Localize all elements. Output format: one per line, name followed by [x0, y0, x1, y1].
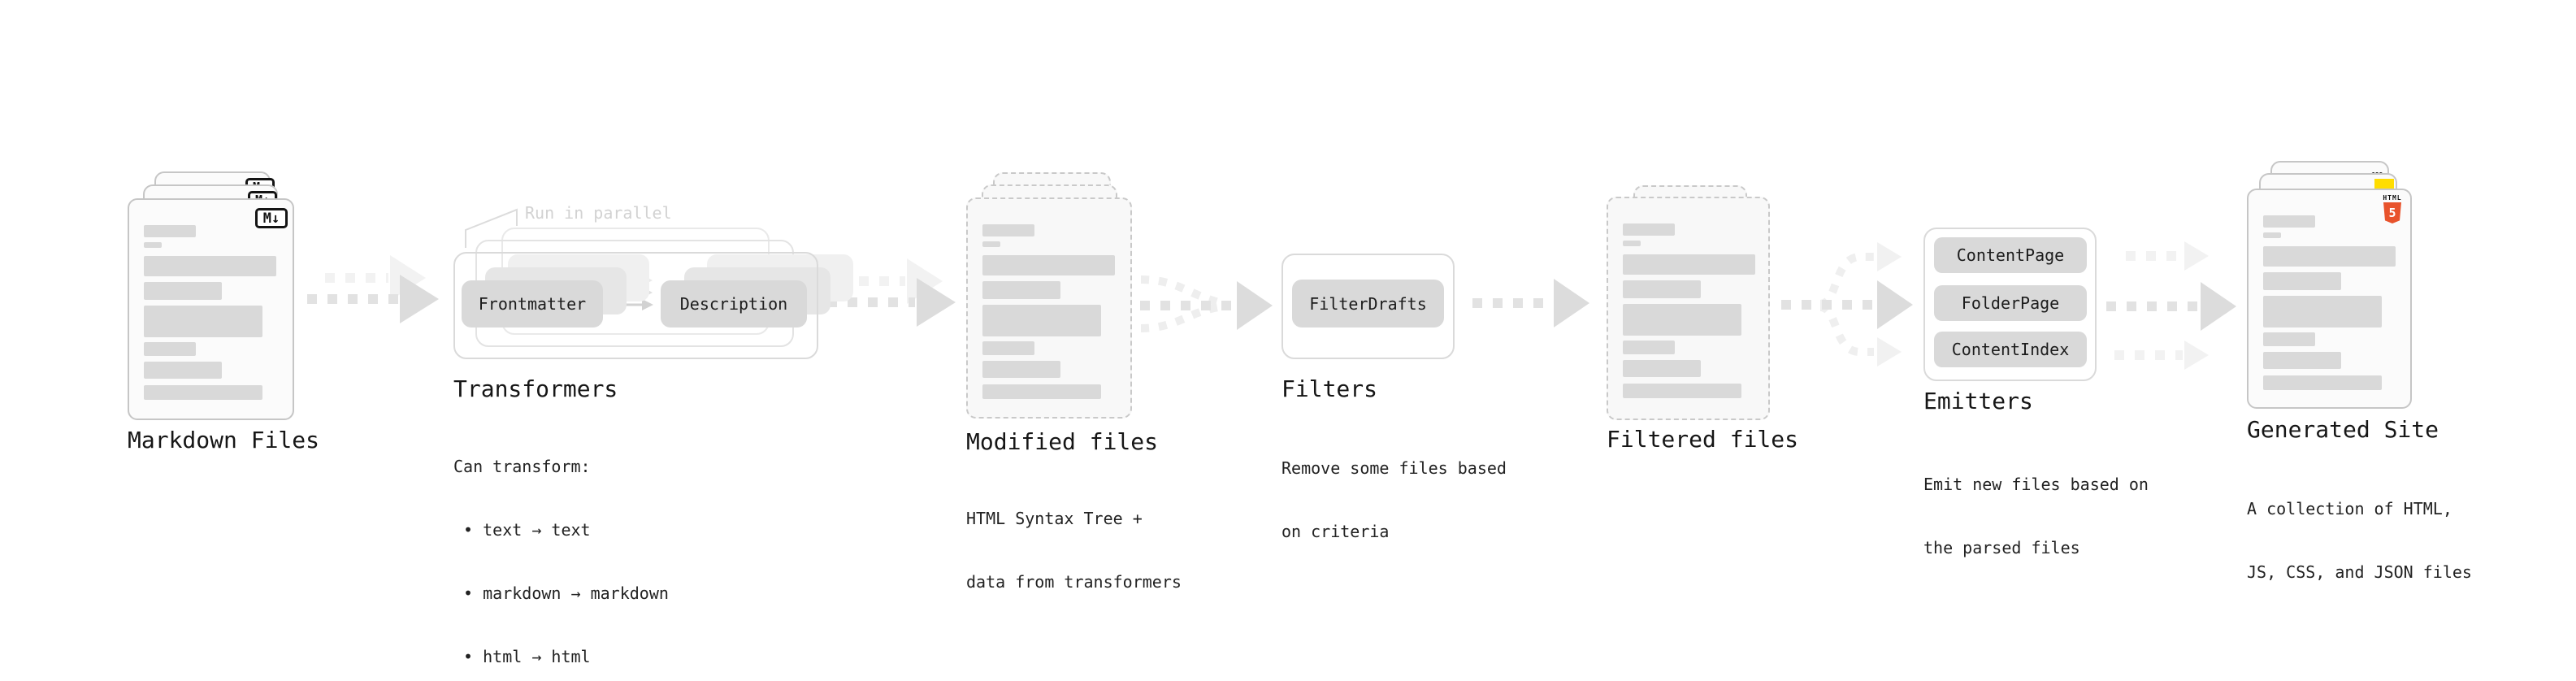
- doc-line: [2263, 246, 2396, 267]
- site-file-card-front: HTML 5: [2247, 189, 2412, 409]
- stage-title-filters: Filters: [1281, 375, 1378, 402]
- doc-line: [982, 281, 1060, 299]
- contentindex-node: ContentIndex: [1934, 332, 2087, 367]
- stage-title-modified-files: Modified files: [966, 428, 1159, 455]
- doc-line: [1623, 254, 1755, 275]
- doc-line: [982, 361, 1060, 378]
- doc-line: [982, 305, 1101, 336]
- arrow-filters-to-filtered: [1472, 279, 1589, 327]
- arrow-emitters-to-site: [2106, 241, 2236, 370]
- modified-files-caption: HTML Syntax Tree + data from transformer…: [966, 509, 1182, 592]
- doc-line: [144, 282, 222, 300]
- doc-line: [1623, 223, 1675, 236]
- filters-caption: Remove some files based on criteria: [1281, 458, 1507, 541]
- doc-line: [1623, 384, 1741, 398]
- doc-line: [2263, 332, 2315, 346]
- doc-line: [144, 342, 196, 356]
- arrow-filtered-to-emitters: [1781, 242, 1913, 367]
- doc-line: [982, 241, 1000, 247]
- description-node: Description: [661, 280, 807, 327]
- doc-line: [982, 255, 1115, 275]
- parallel-leader-line: [465, 208, 518, 248]
- doc-line: [982, 384, 1101, 399]
- frontmatter-node: Frontmatter: [462, 280, 603, 327]
- stage-title-markdown-files: Markdown Files: [128, 427, 320, 453]
- filtered-file-card-front: [1607, 197, 1770, 420]
- stage-title-emitters: Emitters: [1923, 388, 2033, 414]
- doc-line: [1623, 304, 1741, 336]
- contentpage-node: ContentPage: [1934, 237, 2087, 273]
- markdown-icon: M↓: [255, 208, 288, 228]
- transformers-caption: Can transform: • text → text • markdown …: [453, 457, 669, 666]
- doc-line: [2263, 232, 2281, 238]
- arrow-transformers-to-modified: [827, 258, 956, 327]
- filterdrafts-node: FilterDrafts: [1292, 280, 1444, 327]
- doc-line: [2263, 352, 2341, 369]
- doc-line: [1623, 340, 1675, 354]
- doc-line: [2263, 296, 2382, 327]
- doc-line: [144, 242, 162, 248]
- arrow-markdown-to-transformers: [307, 255, 439, 323]
- stage-title-transformers: Transformers: [453, 375, 618, 402]
- modified-file-card-front: [966, 197, 1132, 419]
- run-in-parallel-label: Run in parallel: [525, 203, 672, 223]
- transformer-box-front: [453, 252, 818, 359]
- doc-line: [144, 306, 262, 337]
- doc-line: [144, 385, 262, 400]
- arrow-modified-to-filters: [1140, 275, 1273, 332]
- folderpage-node: FolderPage: [1934, 285, 2087, 321]
- markdown-file-card-front: M↓: [128, 198, 294, 420]
- doc-line: [1623, 280, 1701, 298]
- stage-title-generated-site: Generated Site: [2247, 416, 2439, 443]
- doc-line: [982, 224, 1034, 236]
- doc-line: [144, 362, 222, 379]
- html5-icon: HTML 5: [2382, 194, 2403, 223]
- doc-line: [144, 225, 196, 237]
- js-badge-icon: [2374, 179, 2394, 191]
- doc-line: [144, 256, 276, 276]
- stage-title-filtered-files: Filtered files: [1607, 426, 1799, 453]
- doc-line: [2263, 272, 2341, 290]
- doc-line: [2263, 215, 2315, 228]
- generated-site-caption: A collection of HTML, JS, CSS, and JSON …: [2247, 499, 2472, 582]
- doc-line: [1623, 241, 1641, 246]
- emitters-caption: Emit new files based on the parsed files: [1923, 475, 2149, 557]
- doc-line: [2263, 375, 2382, 390]
- doc-line: [982, 341, 1034, 355]
- doc-line: [1623, 360, 1701, 377]
